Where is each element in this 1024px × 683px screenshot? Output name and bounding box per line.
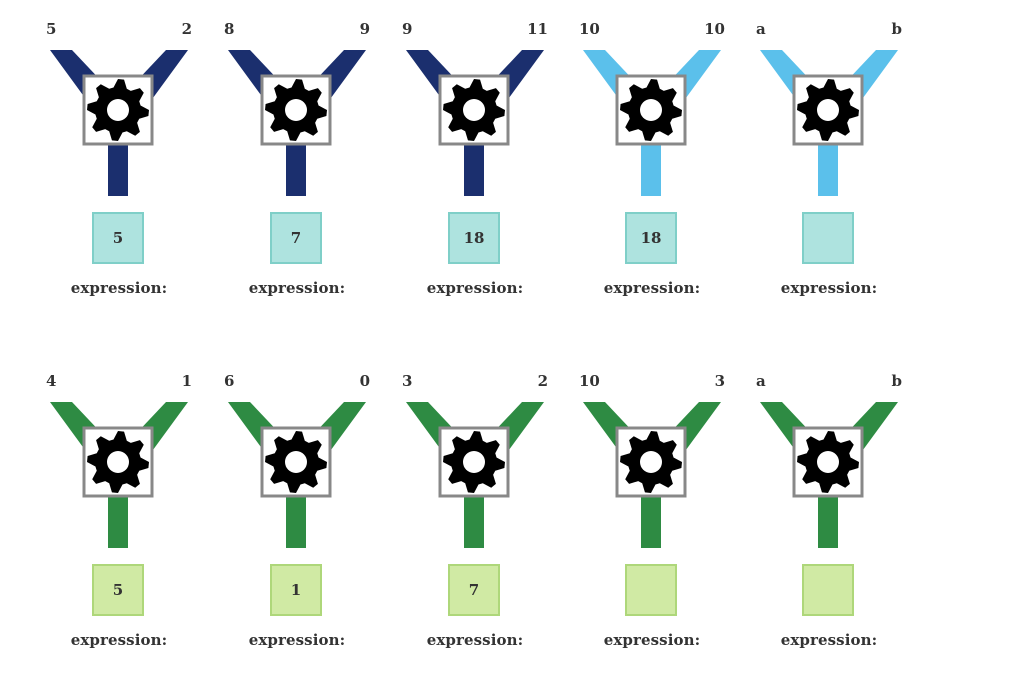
gear-icon <box>620 79 682 141</box>
function-machine: 5 2 5 expression: <box>44 4 194 304</box>
gear-icon <box>443 431 505 493</box>
expression-label: expression: <box>248 279 346 297</box>
expression-label: expression: <box>603 279 701 297</box>
expression-label: expression: <box>426 631 524 649</box>
left-input-value: a <box>756 20 766 38</box>
right-input-value: 1 <box>181 372 192 390</box>
function-machine: a b expression: <box>754 356 904 656</box>
left-input-value: 10 <box>579 20 600 38</box>
output-stem <box>641 140 661 196</box>
output-box: 1 <box>270 564 322 616</box>
machine-body <box>760 50 898 196</box>
function-machine: a b expression: <box>754 4 904 304</box>
gear-icon <box>265 79 327 141</box>
right-input-value: b <box>891 20 903 38</box>
machine-body <box>228 402 366 548</box>
function-machine: 3 2 7 expression: <box>400 356 550 656</box>
gear-icon <box>87 79 149 141</box>
machine-body <box>50 50 188 196</box>
right-input-value: 10 <box>704 20 725 38</box>
output-stem <box>464 492 484 548</box>
output-box: 18 <box>625 212 677 264</box>
machine-body <box>50 402 188 548</box>
gear-icon <box>443 79 505 141</box>
expression-label: expression: <box>70 631 168 649</box>
output-box: 7 <box>448 564 500 616</box>
left-input-value: a <box>756 372 766 390</box>
output-box: 18 <box>448 212 500 264</box>
right-input-value: 2 <box>181 20 192 38</box>
machine-body <box>406 50 544 196</box>
right-input-value: 2 <box>537 372 548 390</box>
right-input-value: 3 <box>714 372 725 390</box>
output-stem <box>286 492 306 548</box>
left-input-value: 3 <box>402 372 413 390</box>
function-machine: 10 10 18 expression: <box>577 4 727 304</box>
expression-label: expression: <box>426 279 524 297</box>
machine-body <box>228 50 366 196</box>
output-box: 7 <box>270 212 322 264</box>
machine-body <box>760 402 898 548</box>
gear-icon <box>265 431 327 493</box>
output-stem <box>464 140 484 196</box>
output-box <box>802 212 854 264</box>
expression-label: expression: <box>603 631 701 649</box>
function-machine: 9 11 18 expression: <box>400 4 550 304</box>
left-input-value: 8 <box>224 20 235 38</box>
output-box <box>625 564 677 616</box>
output-stem <box>108 492 128 548</box>
expression-label: expression: <box>780 631 878 649</box>
expression-label: expression: <box>248 631 346 649</box>
output-stem <box>818 492 838 548</box>
gear-icon <box>87 431 149 493</box>
function-machine: 4 1 5 expression: <box>44 356 194 656</box>
right-input-value: 9 <box>359 20 370 38</box>
output-stem <box>286 140 306 196</box>
gear-icon <box>797 431 859 493</box>
function-machine: 10 3 expression: <box>577 356 727 656</box>
left-input-value: 4 <box>46 372 57 390</box>
gear-icon <box>620 431 682 493</box>
output-box: 5 <box>92 212 144 264</box>
function-machine: 6 0 1 expression: <box>222 356 372 656</box>
output-stem <box>641 492 661 548</box>
gear-icon <box>797 79 859 141</box>
machine-body <box>406 402 544 548</box>
right-input-value: 0 <box>359 372 370 390</box>
machine-body <box>583 402 721 548</box>
left-input-value: 5 <box>46 20 57 38</box>
output-box: 5 <box>92 564 144 616</box>
output-stem <box>108 140 128 196</box>
expression-label: expression: <box>70 279 168 297</box>
left-input-value: 6 <box>224 372 235 390</box>
function-machine: 8 9 7 expression: <box>222 4 372 304</box>
left-input-value: 10 <box>579 372 600 390</box>
output-stem <box>818 140 838 196</box>
machine-body <box>583 50 721 196</box>
right-input-value: 11 <box>527 20 548 38</box>
expression-label: expression: <box>780 279 878 297</box>
right-input-value: b <box>891 372 903 390</box>
output-box <box>802 564 854 616</box>
left-input-value: 9 <box>402 20 413 38</box>
